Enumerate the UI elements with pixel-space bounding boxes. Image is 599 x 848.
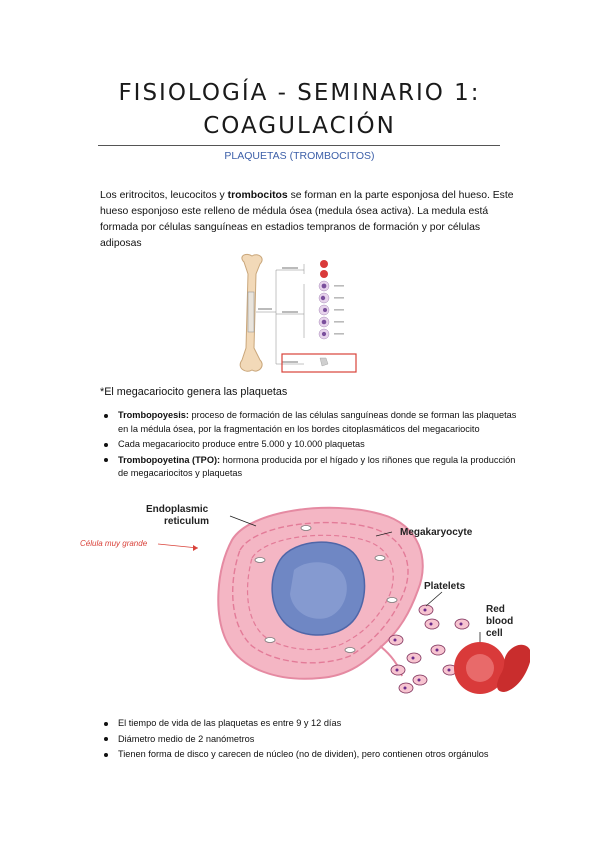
- page-title-line1: FISIOLOGÍA - SEMINARIO 1:: [118, 80, 481, 106]
- label-rbc-3: cell: [486, 628, 503, 639]
- page-title-line2: COAGULACIÓN: [203, 113, 396, 139]
- label-megakaryocyte: Megakaryocyte: [400, 527, 473, 538]
- label-endoplasmic: Endoplasmic: [146, 504, 209, 515]
- label-rbc-1: Red: [486, 604, 505, 615]
- handwritten-note: Célula muy grande: [80, 539, 148, 548]
- intro-text-1: Los eritrocitos, leucocitos y: [100, 190, 228, 201]
- bullet-list-2: El tiempo de vida de las plaquetas es en…: [96, 717, 521, 764]
- bullet-text: Cada megacariocito produce entre 5.000 y…: [118, 439, 365, 449]
- bone-marrow-figure: [239, 253, 357, 373]
- bullet-text: hormona producida por el hígado y los ri…: [118, 454, 516, 479]
- list-item: El tiempo de vida de las plaquetas es en…: [96, 717, 521, 731]
- bullet-bold: Trombopoyesis:: [118, 410, 189, 420]
- label-rbc-2: blood: [486, 616, 513, 627]
- list-item: Trombopoyetina (TPO): hormona producida …: [96, 454, 521, 481]
- section-subtitle: PLAQUETAS (TROMBOCITOS): [224, 150, 375, 162]
- bullet-list-1: Trombopoyesis: proceso de formación de l…: [96, 409, 521, 483]
- list-item: Tienen forma de disco y carecen de núcle…: [96, 748, 521, 762]
- list-item: Trombopoyesis: proceso de formación de l…: [96, 409, 521, 436]
- intro-bold-term: trombocitos: [227, 190, 288, 201]
- list-item: Diámetro medio de 2 nanómetros: [96, 733, 521, 747]
- title-divider: [98, 145, 500, 146]
- intro-text-2: se forman en la parte esponjosa del hues…: [100, 190, 514, 249]
- intro-paragraph: Los eritrocitos, leucocitos y trombocito…: [100, 188, 520, 252]
- bullet-bold: Trombopoyetina (TPO):: [118, 454, 221, 465]
- megakaryocyte-figure: Célula muy grande: [80, 504, 530, 694]
- label-reticulum: reticulum: [164, 516, 209, 527]
- label-platelets: Platelets: [424, 581, 466, 592]
- list-item: Cada megacariocito produce entre 5.000 y…: [96, 438, 521, 452]
- megakaryocyte-note: *El megacariocito genera las plaquetas: [100, 386, 288, 398]
- bullet-text: proceso de formación de las células sang…: [118, 410, 517, 434]
